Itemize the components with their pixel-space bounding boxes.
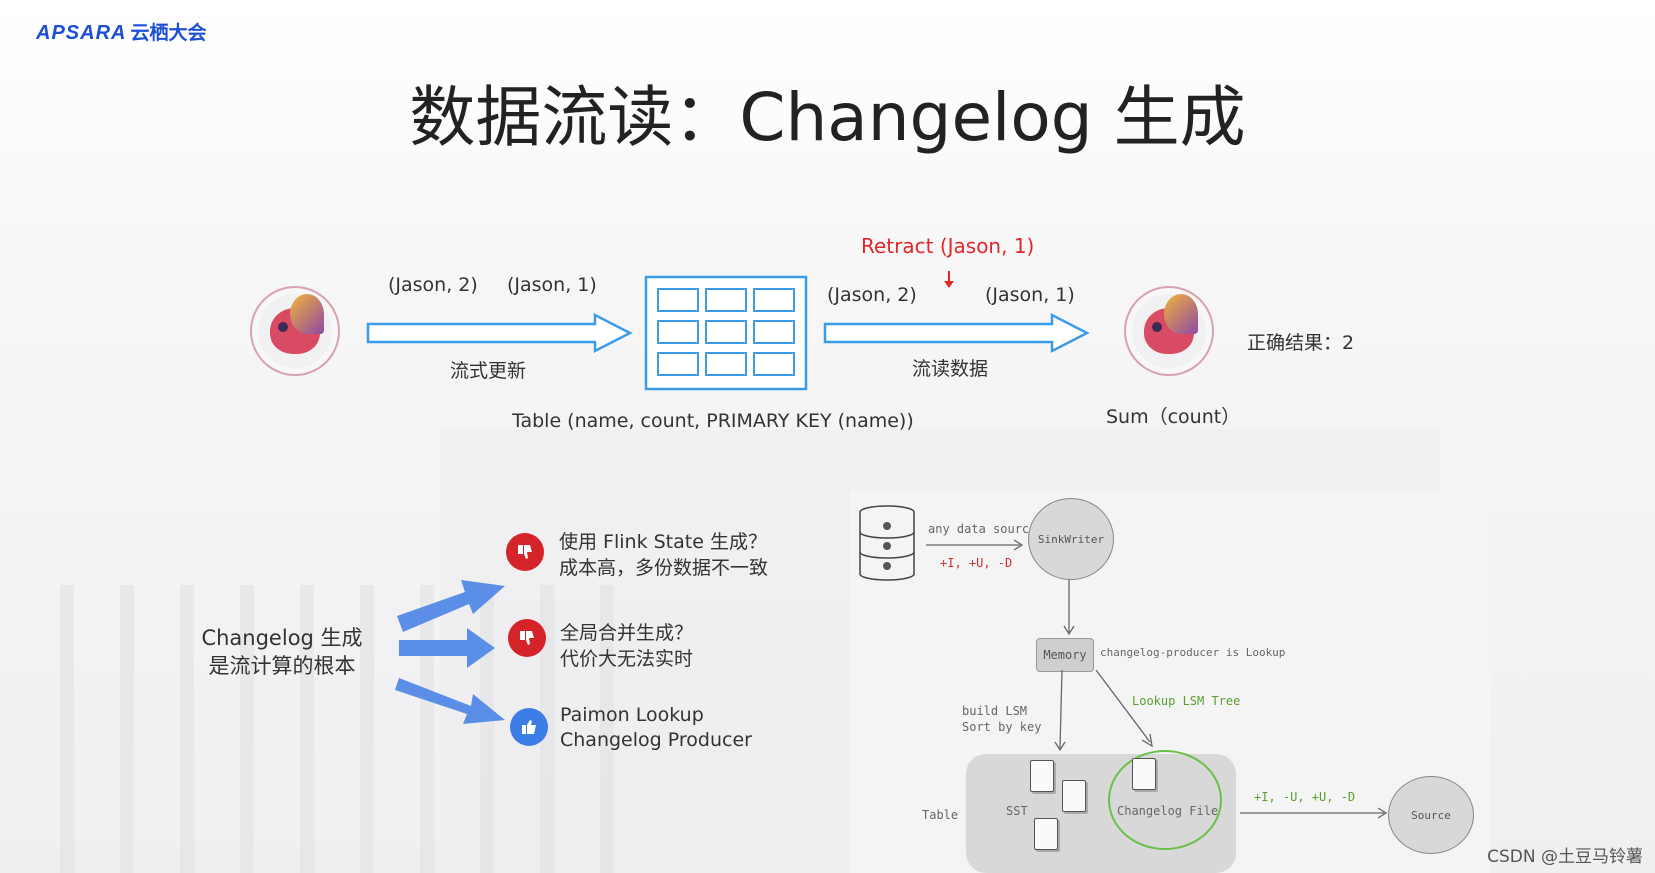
flink-logo-icon — [1124, 286, 1214, 376]
producer-note: changelog-producer is Lookup — [1100, 646, 1286, 659]
watermark: CSDN @土豆马铃薯 — [1487, 847, 1643, 867]
topic-line-2: 是流计算的根本 — [208, 654, 356, 678]
brand-name: 云栖大会 — [130, 23, 207, 44]
table-label: Table — [922, 808, 959, 822]
option-1-line-2: 成本高，多份数据不一致 — [559, 557, 769, 579]
changelog-file-icon — [1132, 758, 1156, 790]
thumbs-down-icon — [506, 533, 544, 571]
sst-file-icon — [1030, 760, 1054, 792]
table-icon — [644, 275, 808, 391]
stream-update-arrow — [366, 312, 633, 354]
sinkwriter-node: SinkWriter — [1028, 498, 1114, 580]
thumbs-down-icon — [508, 619, 546, 657]
option-2-line-1: 全局合并生成？ — [560, 622, 694, 644]
flink-logo-icon — [250, 286, 340, 376]
data-source-label: any data source — [928, 522, 1037, 536]
sst-label: SST — [1006, 804, 1028, 818]
changelog-file-label: Changelog File — [1117, 804, 1219, 818]
stream-read-arrow — [823, 312, 1090, 354]
topic-line-1: Changelog 生成 — [201, 626, 363, 650]
option-2-line-2: 代价大无法实时 — [560, 648, 694, 670]
result-label: 正确结果：2 — [1247, 332, 1355, 354]
memory-node: Memory — [1036, 638, 1094, 672]
database-icon — [859, 505, 915, 581]
sum-label: Sum（count） — [1106, 406, 1241, 428]
thumbs-up-icon — [510, 708, 548, 746]
option-3-line-2: Changelog Producer — [560, 729, 752, 751]
right-record-2: (Jason, 2) — [827, 284, 917, 306]
input-ops-label: +I, +U, -D — [940, 556, 1013, 570]
build-lsm-line-2: Sort by key — [962, 720, 1042, 734]
source-to-writer-arrow — [926, 539, 1024, 551]
lookup-lsm-label: Lookup LSM Tree — [1132, 694, 1241, 708]
source-node: Source — [1388, 776, 1474, 854]
build-lsm-line-1: build LSM — [962, 704, 1028, 718]
retract-arrow — [944, 271, 954, 288]
stream-read-label: 流读数据 — [912, 358, 989, 380]
option-1-line-1: 使用 Flink State 生成？ — [559, 531, 767, 553]
table-caption: Table (name, count, PRIMARY KEY (name)) — [512, 410, 914, 432]
memory-arrows — [1054, 670, 1153, 752]
option-3-line-1: Paimon Lookup — [560, 704, 704, 726]
right-record-1: (Jason, 1) — [985, 284, 1075, 306]
stream-update-label: 流式更新 — [450, 360, 527, 382]
sst-file-icon — [1062, 780, 1086, 812]
retract-label: Retract (Jason, 1) — [861, 234, 1035, 258]
left-record-1: (Jason, 1) — [507, 274, 597, 296]
changelog-file-circle — [1108, 750, 1222, 850]
changelog-to-source-arrow — [1240, 807, 1388, 819]
brand-logo-text: APSARA — [36, 22, 127, 44]
left-record-2: (Jason, 2) — [388, 274, 478, 296]
writer-to-memory-arrow — [1063, 580, 1075, 636]
output-ops-label: +I, -U, +U, -D — [1254, 790, 1356, 804]
slide-title: 数据流读：Changelog 生成 — [409, 79, 1246, 156]
branch-arrows — [395, 580, 505, 724]
sst-file-icon — [1034, 818, 1058, 850]
